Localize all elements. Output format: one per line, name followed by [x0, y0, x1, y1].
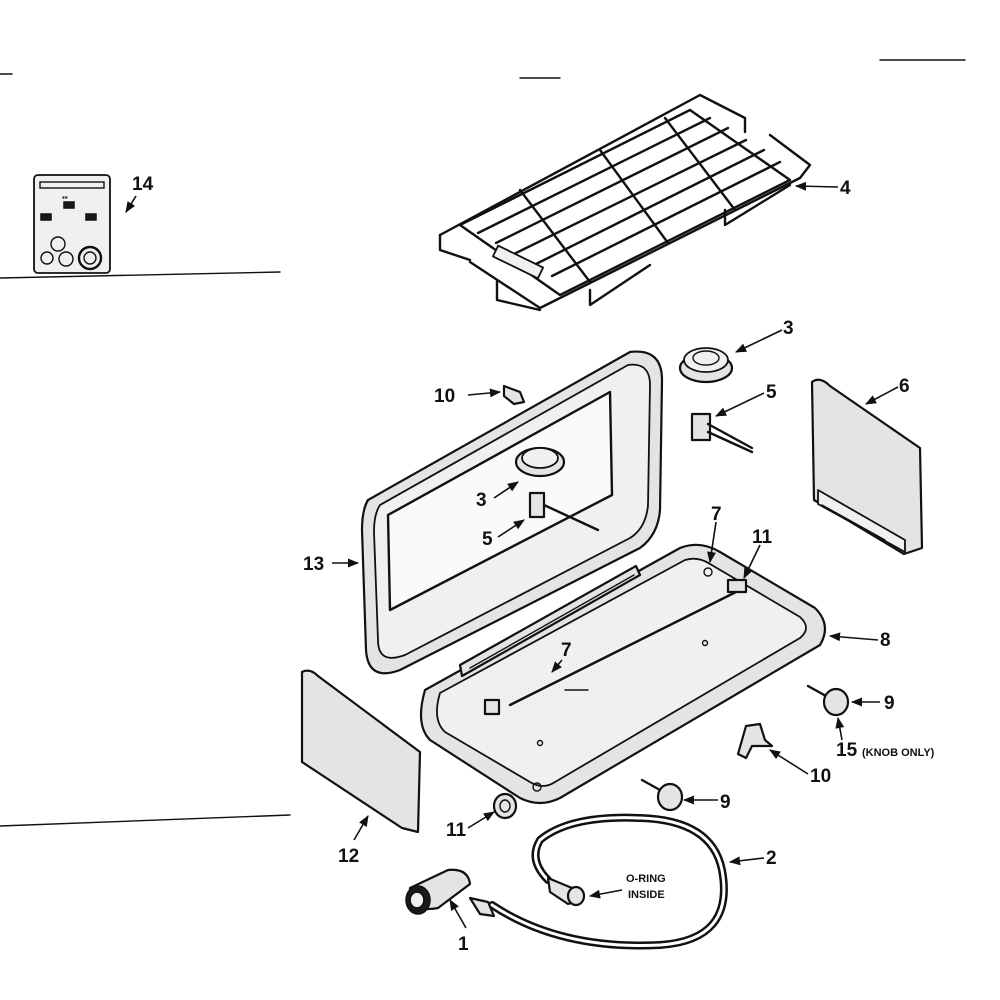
callout-3-lid: 3	[476, 490, 487, 511]
side-panel-12	[300, 669, 422, 834]
bag-print: ▪▪	[62, 193, 68, 202]
valve-knob-9-right	[806, 684, 850, 717]
notes: (KNOB ONLY) O-RING INSIDE	[626, 747, 935, 901]
bracket-10-right	[736, 722, 774, 760]
regulator-1	[405, 868, 472, 915]
callout-9-right: 9	[884, 693, 895, 714]
nut-11-bottom	[492, 792, 518, 820]
parts-bag-14	[33, 174, 111, 274]
lid-13	[360, 350, 664, 675]
border-lines	[0, 59, 966, 827]
valve-knob-9-bottom	[640, 778, 684, 812]
base-pan-8	[419, 543, 827, 805]
callout-3-top: 3	[783, 318, 794, 339]
callout-11-top: 11	[752, 527, 773, 548]
callout-11-bottom: 11	[446, 820, 467, 841]
callout-5-lid: 5	[482, 529, 493, 550]
clip-10-top	[502, 384, 526, 406]
callout-15: 15	[836, 740, 858, 761]
note-knob-only: (KNOB ONLY)	[862, 747, 935, 759]
callout-14: 14	[132, 174, 154, 195]
callout-7-mid: 7	[561, 640, 572, 661]
cooking-grate-4	[438, 93, 812, 312]
callout-2: 2	[766, 848, 777, 869]
callout-10-right: 10	[810, 766, 831, 787]
callout-13: 13	[303, 554, 324, 575]
venturi-5-top	[690, 412, 754, 454]
side-panel-6	[810, 378, 924, 556]
note-oring-line1: O-RING	[626, 873, 666, 885]
burner-cap-3-top	[678, 347, 734, 384]
callout-8: 8	[880, 630, 891, 651]
hose-2	[468, 813, 728, 950]
callout-6: 6	[899, 376, 910, 397]
callout-7-top: 7	[711, 504, 722, 525]
callout-12: 12	[338, 846, 359, 867]
callout-9-bottom: 9	[720, 792, 731, 813]
callout-10-top: 10	[434, 386, 455, 407]
callout-labels: 1 2 3 3 4 5 5 6 7 7 8 9 9 10 10 11 11 12…	[132, 174, 910, 955]
callout-1: 1	[458, 934, 469, 955]
callout-4: 4	[840, 178, 851, 199]
callout-5-top: 5	[766, 382, 777, 403]
leader-lines	[125, 181, 899, 929]
note-oring-line2: INSIDE	[628, 889, 665, 901]
